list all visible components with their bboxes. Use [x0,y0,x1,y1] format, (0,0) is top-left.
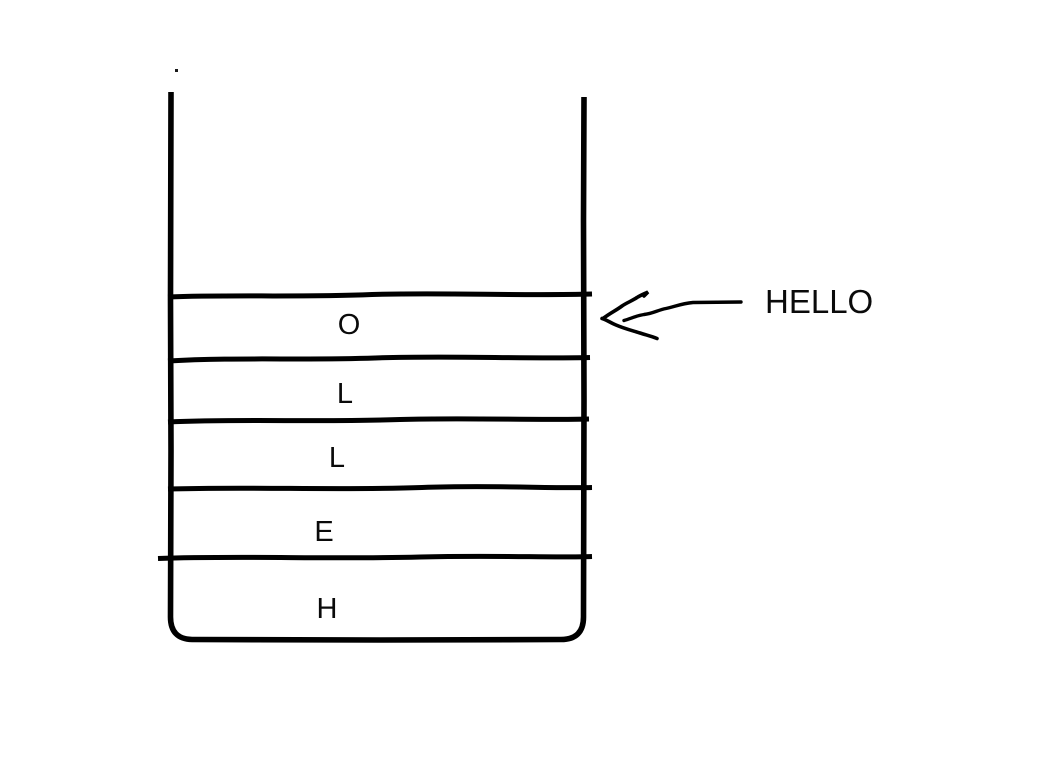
stack-item-bottom: H [317,593,338,625]
arrowhead-upper-barb [601,290,650,321]
arrowhead-lower-barb [600,316,659,341]
stack-divider-3 [167,416,590,425]
stack-item-top: O [338,309,361,341]
stack-item-2: L [337,378,353,410]
stack-item-3: L [329,442,345,474]
stack-divider-1 [167,291,593,300]
stack-divider-4 [167,484,593,492]
arrow-shaft [622,300,743,323]
stack-annotation-label: HELLO [765,283,873,320]
top-pointer-arrow-icon [600,290,743,341]
stack-divider-5 [157,553,593,561]
stack-divider-2 [167,354,591,364]
stack-container-outline [167,91,587,643]
stray-pen-mark [175,69,178,72]
stack-item-4: E [314,516,333,548]
